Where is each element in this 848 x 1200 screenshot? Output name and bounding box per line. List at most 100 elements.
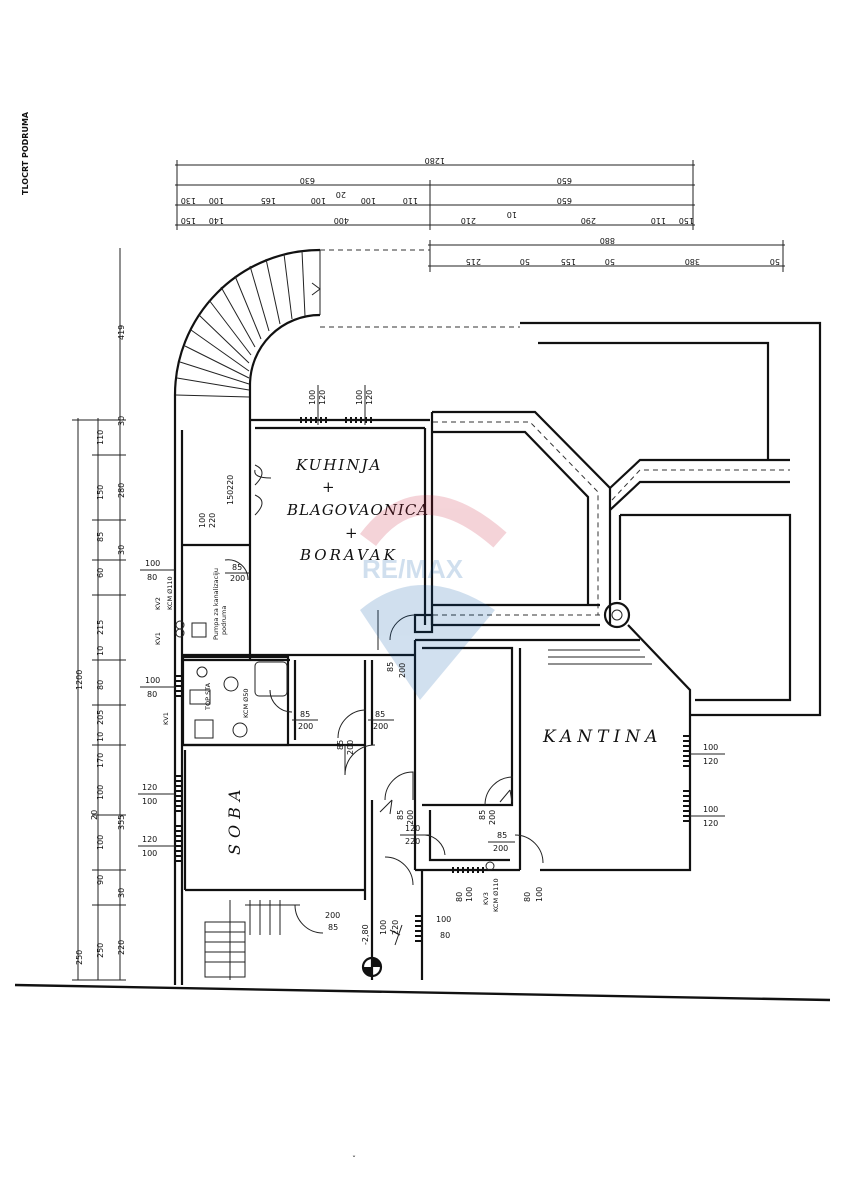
sewage-pump: Pumpa za kanalizaciju podruma KV2 KCM Ø1… — [154, 568, 228, 725]
dim-l-a16: 250 — [75, 950, 84, 965]
room-kantina: KANTINA — [542, 727, 662, 747]
bottom-staircase — [204, 900, 324, 980]
od-w220b-a: 100 — [379, 920, 388, 935]
dim-l-a9: 170 — [96, 753, 105, 768]
od-d100-a: 100 — [198, 513, 207, 528]
od-w80a-a: 100 — [145, 559, 160, 568]
dim-r6-e: 380 — [685, 257, 700, 266]
page-mark: ˇ — [352, 1154, 356, 1164]
od-i-b: 200 — [325, 911, 340, 920]
od-kw2-b: 120 — [365, 390, 374, 405]
dim-r3-d: 100 — [311, 196, 326, 205]
plan-title: TLOCRT PODRUMA — [21, 111, 30, 195]
dim-r6-b: 50 — [520, 257, 530, 266]
dim-r6-d: 50 — [605, 257, 615, 266]
od-h-a: 85 — [497, 831, 507, 840]
room-kitchen-plus1: + — [322, 478, 335, 496]
dim-r3-h: 650 — [557, 196, 572, 205]
room-kitchen-line1: KUHINJA — [295, 456, 382, 474]
dim-1280: 1280 — [425, 156, 445, 165]
dim-630: 630 — [300, 176, 315, 185]
dim-l-a6: 80 — [96, 680, 105, 690]
dim-1200: 1200 — [75, 670, 84, 690]
walls-left-block — [173, 412, 520, 985]
od-a-b: 200 — [230, 574, 245, 583]
dim-l-a7: 205 — [96, 710, 105, 725]
kv3-label: KV3 — [482, 892, 490, 905]
dim-r4-d: 210 — [461, 216, 476, 225]
od-b80b-a: 80 — [523, 892, 532, 902]
kv1-label-b: KV1 — [162, 712, 170, 725]
dim-l-a2: 85 — [96, 532, 105, 542]
left-dimensions: 1200 110 150 85 60 215 10 80 205 10 170 … — [72, 248, 126, 981]
pump-label: Pumpa za kanalizaciju — [212, 568, 220, 640]
od-c-a: 85 — [375, 710, 385, 719]
ground-line — [14, 983, 831, 1002]
dim-r4-b: 140 — [209, 216, 224, 225]
od-kw1-a: 100 — [308, 390, 317, 405]
dim-l-b1: 30 — [117, 416, 126, 426]
od-w220-b: 220 — [405, 837, 420, 846]
pump-label-2: podruma — [220, 606, 228, 635]
od-w80b-a: 100 — [145, 676, 160, 685]
spiral-staircase — [173, 248, 520, 420]
dim-r3-g: 20 — [336, 190, 346, 199]
od-c-b: 200 — [373, 722, 388, 731]
od-e-b: 200 — [398, 663, 407, 678]
kcm110-label-b: KCM Ø110 — [492, 878, 500, 912]
od-d220-a: 150 — [226, 490, 235, 505]
room-soba: SOBA — [225, 784, 244, 855]
dim-650: 650 — [557, 176, 572, 185]
od-kw2-a: 100 — [355, 390, 364, 405]
dim-l-a3: 60 — [96, 568, 105, 578]
od-w220-a: 120 — [405, 824, 420, 833]
od-w120a-a: 120 — [142, 783, 157, 792]
dim-r4-e: 10 — [507, 210, 517, 219]
bathroom: TOP STA KCM Ø50 — [181, 655, 290, 747]
dim-r4-f: 290 — [581, 216, 596, 225]
dim-l-b0: 419 — [117, 325, 126, 340]
dim-l-a14: 90 — [96, 875, 105, 885]
top-dimensions: 1280 630 650 130 100 165 100 100 110 20 … — [175, 156, 785, 272]
kv2-label: KV2 — [154, 597, 162, 610]
dim-l-b2: 280 — [117, 483, 126, 498]
dim-l-a4: 215 — [96, 620, 105, 635]
watermark: RE/MAX — [359, 495, 507, 700]
od-b80b-b: 100 — [535, 887, 544, 902]
dim-r3-f: 110 — [403, 196, 418, 205]
od-kant2-a: 100 — [703, 805, 718, 814]
od-e-a: 85 — [386, 662, 395, 672]
dim-l-a1: 150 — [96, 485, 105, 500]
od-h-b: 200 — [493, 844, 508, 853]
dim-r4-a: 150 — [181, 216, 196, 225]
od-b80a-b: 100 — [465, 887, 474, 902]
od-kant1-a: 100 — [703, 743, 718, 752]
room-kitchen-line2: BLAGOVAONICA — [286, 501, 429, 519]
od-f-a: 85 — [396, 810, 405, 820]
dim-l-a13: 100 — [96, 835, 105, 850]
dim-r4-g: 110 — [651, 216, 666, 225]
dim-r3-c: 165 — [261, 196, 276, 205]
kcm50-label: KCM Ø50 — [242, 688, 250, 718]
top-label: TOP STA — [204, 682, 212, 711]
od-kw1-b: 120 — [318, 390, 327, 405]
od-w80b-b: 80 — [147, 690, 157, 699]
dim-r3-b: 100 — [209, 196, 224, 205]
dim-l-a12: 355 — [117, 815, 126, 830]
walls-right-block — [413, 321, 822, 872]
dim-r3-e: 100 — [361, 196, 376, 205]
dim-r6-c: 155 — [561, 257, 576, 266]
od-f-b: 200 — [406, 810, 415, 825]
od-w120b-a: 120 — [142, 835, 157, 844]
level-label: -2,80 — [361, 924, 370, 945]
dim-l-a5: 10 — [96, 646, 105, 656]
dim-l-b3: 30 — [117, 545, 126, 555]
od-w80a-b: 80 — [147, 573, 157, 582]
dim-l-a17: 220 — [117, 940, 126, 955]
od-kant1-b: 120 — [703, 757, 718, 766]
room-kitchen-line3: BORAVAK — [299, 546, 398, 564]
od-w220b-b: 220 — [391, 920, 400, 935]
dim-r6-a: 215 — [466, 257, 481, 266]
level-marker: -2,80 — [361, 924, 383, 978]
